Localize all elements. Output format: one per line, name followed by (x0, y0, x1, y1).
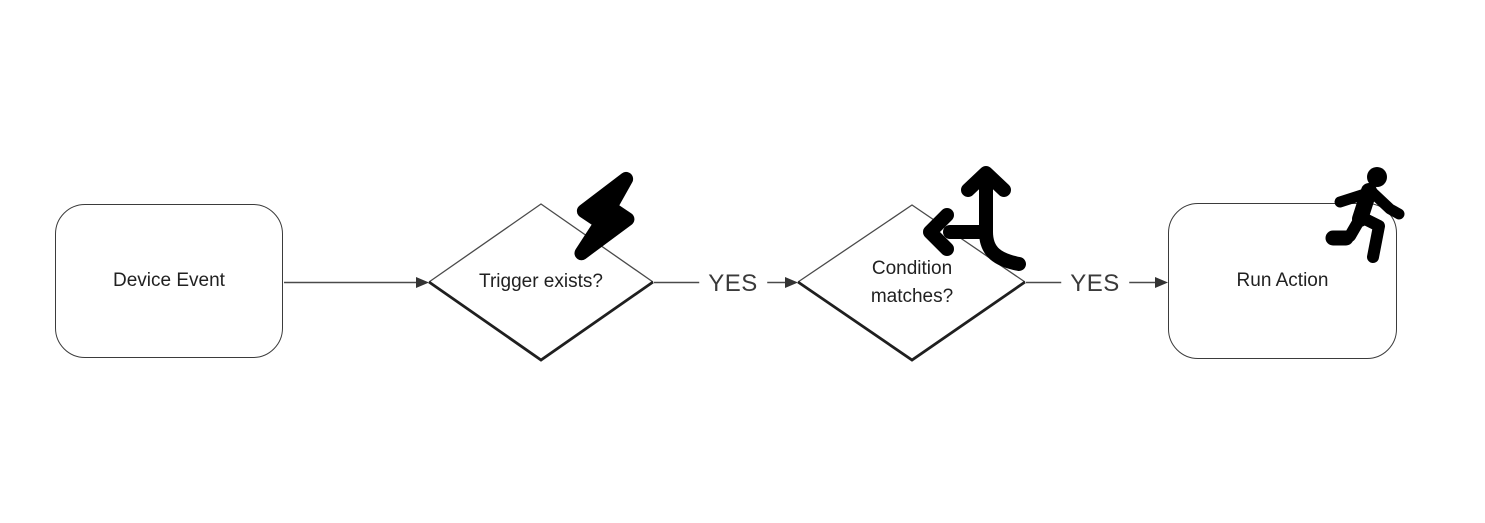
lightning-bolt-icon (574, 172, 635, 261)
node-device-event: Device Event (55, 204, 283, 358)
arrowhead-icon (1155, 277, 1168, 288)
person-running-icon (1325, 167, 1405, 263)
edge-device-to-trigger (284, 277, 429, 288)
node-condition-matches-label: Condition matches? (870, 258, 954, 307)
arrowhead-icon (416, 277, 429, 288)
arrows-split-up-and-left-icon (923, 166, 1026, 271)
arrowhead-icon (785, 277, 798, 288)
node-trigger-exists-label: Trigger exists? (479, 271, 603, 292)
edge-label-yes-1: YES (699, 270, 767, 298)
node-device-event-label: Device Event (113, 270, 225, 291)
node-run-action-label: Run Action (1236, 270, 1329, 291)
edge-label-yes-2: YES (1061, 270, 1129, 298)
